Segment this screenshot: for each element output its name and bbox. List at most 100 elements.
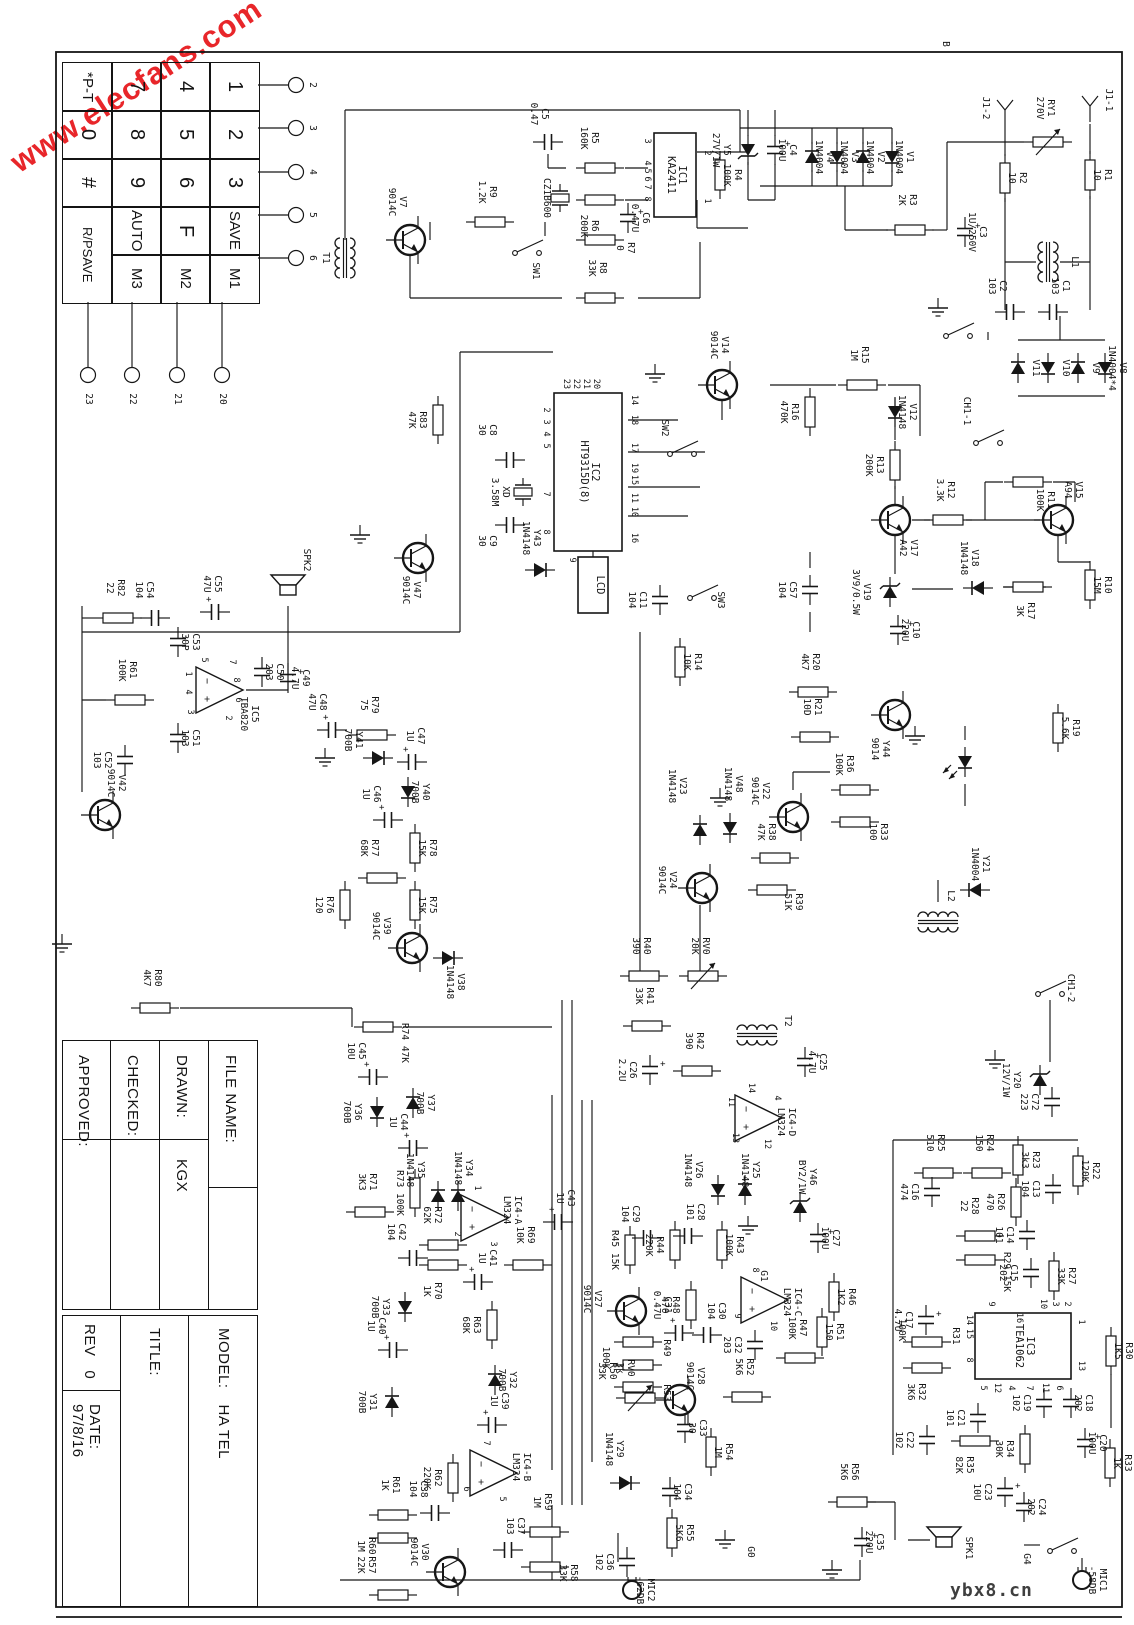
svg-text:IC4-CLM324: IC4-CLM324 xyxy=(781,1288,803,1317)
r51-res: R51150 xyxy=(816,1308,845,1356)
c5-cap: C50.47 xyxy=(528,103,563,150)
r56-res: R565K6 xyxy=(828,1463,876,1508)
svg-text:+: + xyxy=(404,1131,410,1141)
r10-res: R1015M xyxy=(1084,561,1113,609)
svg-text:LCD: LCD xyxy=(594,576,606,595)
svg-text:22: 22 xyxy=(127,393,138,404)
v7-npn: V79014C xyxy=(386,188,427,264)
r48-res: R48470 xyxy=(659,1281,697,1329)
r45-15k-res: R45 15K xyxy=(609,1226,636,1274)
c11-cap: C11104 xyxy=(626,585,668,615)
svg-text:R42390: R42390 xyxy=(683,1032,705,1049)
c32-cap: C32203 xyxy=(721,1330,763,1360)
svg-text:V79014C: V79014C xyxy=(386,188,408,217)
r1-res: R110 xyxy=(1084,151,1113,199)
svg-text:V231N4148: V231N4148 xyxy=(666,769,688,804)
c54-cap: C54104 xyxy=(133,581,170,626)
svg-text:1: 1 xyxy=(183,671,193,676)
svg-text:20: 20 xyxy=(591,379,601,389)
svg-text:V249014C: V249014C xyxy=(656,866,678,895)
r60-res: R601M xyxy=(355,1532,417,1555)
svg-text:C20100U: C20100U xyxy=(1086,1432,1108,1455)
v48-diode: V481N4148 xyxy=(722,767,744,843)
gnd-gnd xyxy=(315,748,335,767)
svg-text:C930: C930 xyxy=(476,535,498,547)
title-block-upper: APPROVED: CHECKED: DRAWN: KGX FILE NAME: xyxy=(62,1040,258,1310)
r43-res: R43100K xyxy=(716,1221,745,1269)
svg-text:SPK2: SPK2 xyxy=(301,549,312,572)
svg-text:R32K: R32K xyxy=(896,194,918,206)
r35-res: R3582K xyxy=(951,1435,999,1474)
divider xyxy=(63,1390,121,1392)
r4-res: R4100K xyxy=(714,151,743,199)
b-lbl: B xyxy=(940,41,951,47)
svg-text:7: 7 xyxy=(227,659,237,664)
keypad-cell-0: 0 xyxy=(62,110,113,160)
y36-diode: Y36700B xyxy=(341,1097,384,1127)
g4-sw: G4 xyxy=(1021,1537,1079,1565)
svg-text:12: 12 xyxy=(992,1383,1002,1393)
xd-xtal: XD3.58M xyxy=(489,478,533,507)
svg-text:+: + xyxy=(469,1265,475,1275)
ch1-2-sw: CH1-2 xyxy=(1035,974,1076,1002)
svg-text:+: + xyxy=(972,223,982,229)
c40-cap: +C401U xyxy=(365,1317,408,1358)
c27-cap: +C27100U xyxy=(810,1223,841,1253)
svg-text:+: + xyxy=(869,1533,879,1539)
c20-cap: +C20100U xyxy=(1077,1428,1108,1458)
svg-text:4: 4 xyxy=(307,169,318,175)
c55-cap: +C5547U xyxy=(200,575,230,620)
ch1-1-sw: CH1-1 xyxy=(961,397,1005,446)
svg-text:10: 10 xyxy=(629,507,639,517)
svg-text:Y32700B: Y32700B xyxy=(496,1369,518,1392)
r69-res: R6910K xyxy=(504,1226,552,1271)
date-value: 97/8/16 xyxy=(69,1404,86,1458)
svg-text:+: + xyxy=(812,1053,822,1059)
svg-text:4: 4 xyxy=(772,1095,782,1100)
svg-text:XD3.58M: XD3.58M xyxy=(489,478,511,507)
c16-cap: C16474 xyxy=(898,1177,940,1207)
svg-text:IC4-BLM324: IC4-BLM324 xyxy=(510,1453,532,1482)
keypad-cell--: # xyxy=(62,158,113,208)
r31-res: R31 xyxy=(903,1327,961,1348)
keypad-cell-8: 8 xyxy=(111,110,162,160)
svg-text:C50.47: C50.47 xyxy=(528,103,550,126)
c33-cap: C3330 xyxy=(677,1413,708,1443)
svg-text:R5160K: R5160K xyxy=(578,127,600,150)
svg-text:R3951K: R3951K xyxy=(782,893,804,910)
svg-text:Y31700B: Y31700B xyxy=(356,1391,378,1414)
v26-diode: V261N4148 xyxy=(682,1153,725,1205)
svg-text:R22120K: R22120K xyxy=(1079,1160,1101,1183)
r41-res: R4133K xyxy=(623,987,671,1032)
svg-text:C4100U: C4100U xyxy=(776,139,798,162)
v8-diode: V81N4004*4 xyxy=(1098,345,1128,391)
keypad-cell-m3: M3 xyxy=(111,254,162,304)
100k-lbl: 100K xyxy=(600,1347,611,1370)
svg-text:5: 5 xyxy=(642,168,652,173)
r63-res: R6368K xyxy=(460,1301,498,1349)
svg-text:C310.47U: C310.47U xyxy=(651,1291,673,1320)
y37-diode: Y37700B xyxy=(406,1088,436,1118)
svg-text:R4100K: R4100K xyxy=(721,164,743,187)
svg-text:V279014C: V279014C xyxy=(581,1285,603,1314)
divider xyxy=(63,1139,209,1141)
svg-text:R31: R31 xyxy=(950,1327,961,1344)
svg-text:Y33700B: Y33700B xyxy=(369,1296,391,1319)
r21-res: R2110D xyxy=(791,698,839,743)
r7-res: R70 xyxy=(576,234,636,254)
svg-text:V193V9/0.5W: V193V9/0.5W xyxy=(850,569,872,615)
svg-text:R5722K: R5722K xyxy=(355,1556,377,1573)
svg-text:C3330: C3330 xyxy=(686,1419,708,1436)
svg-text:B: B xyxy=(940,41,951,47)
svg-text:R16470K: R16470K xyxy=(778,401,800,424)
v4-diode: V41N4004 xyxy=(805,140,835,174)
svg-text:V399014C: V399014C xyxy=(370,912,392,941)
svg-text:G0: G0 xyxy=(745,1546,756,1558)
r33-res: R33100 xyxy=(831,816,889,841)
divider xyxy=(208,1187,257,1189)
svg-text:+: + xyxy=(295,669,305,675)
svg-text:R3582K: R3582K xyxy=(953,1456,975,1473)
v27-npn: V279014C xyxy=(581,1285,648,1335)
title-block-lower: REV0 DATE: 97/8/16 TITLE: MODEL:HA TEL xyxy=(62,1315,258,1607)
svg-text:C16474: C16474 xyxy=(898,1183,920,1200)
